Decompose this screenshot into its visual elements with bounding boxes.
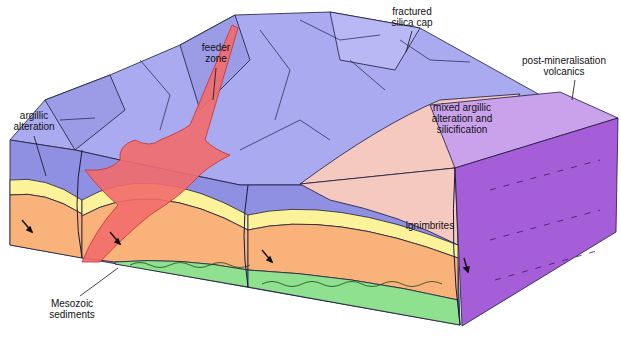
part-label: feeder zone: [196, 42, 236, 64]
part-label: Mesozoic sediments: [42, 298, 102, 320]
part-label: ignimbrites: [395, 220, 465, 231]
part-label: argillic alteration: [8, 110, 60, 132]
part-label: post-mineralisation volcanics: [511, 55, 617, 77]
part-label: fractured silica cap: [385, 6, 439, 28]
part-label: mixed argillic alteration and silicifica…: [422, 102, 502, 135]
